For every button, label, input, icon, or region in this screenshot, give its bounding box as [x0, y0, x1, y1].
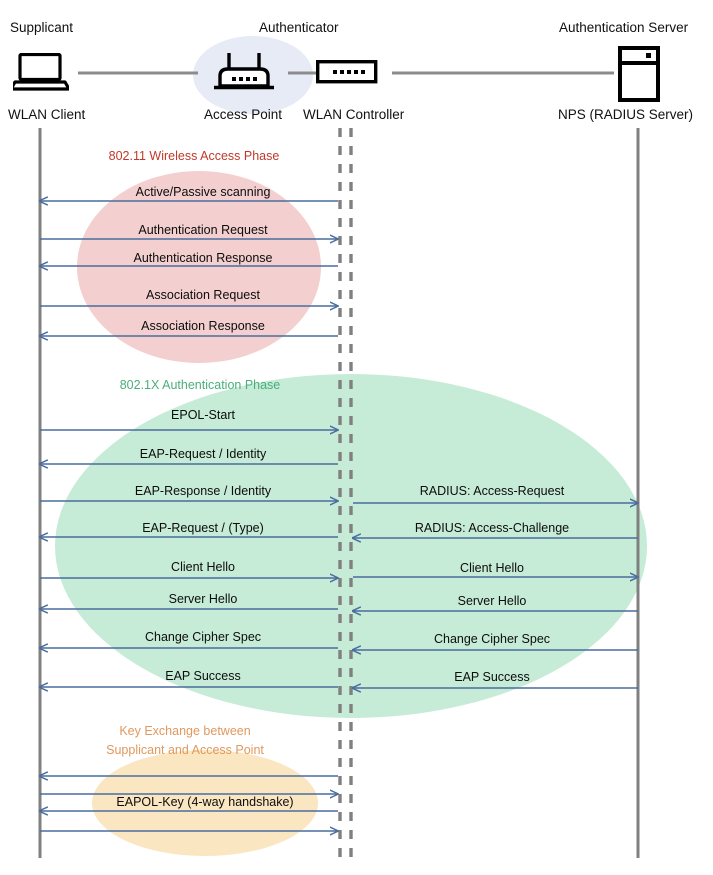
actor-name-wlan-controller: WLAN Controller: [303, 107, 405, 122]
message-label: Server Hello: [457, 594, 527, 608]
message-label: EAP-Response / Identity: [134, 484, 272, 498]
message-label: Authentication Response: [133, 251, 273, 265]
message-label: EAP-Request / (Type): [142, 521, 264, 535]
message-label: Change Cipher Spec: [144, 630, 262, 644]
message-arrows: [40, 201, 638, 831]
actor-role-authentication-server: Authentication Server: [559, 20, 689, 35]
laptop-icon: [13, 53, 69, 91]
lifelines: [38, 128, 640, 858]
access-point-icon: [214, 53, 274, 90]
message-label: Client Hello: [460, 561, 524, 575]
phase-label-key-exchange: Key Exchange between Supplicant and Acce…: [80, 722, 290, 760]
link-controller-server: [392, 71, 614, 75]
message-label: Authentication Request: [138, 223, 268, 237]
message-label: Association Request: [146, 288, 260, 302]
actor-name-access-point: Access Point: [204, 107, 283, 122]
phase-label-key-exchange-line1: Key Exchange between: [119, 724, 251, 738]
phase-label-key-exchange-line2: Supplicant and Access Point: [106, 743, 264, 757]
message-label: RADIUS: Access-Challenge: [414, 521, 570, 535]
phase-label-wireless-access: 802.11 Wireless Access Phase: [108, 149, 280, 163]
message-label: EAP Success: [165, 669, 241, 683]
message-label: Client Hello: [171, 560, 235, 574]
message-label: EAP-Request / Identity: [139, 447, 267, 461]
message-label: Server Hello: [168, 592, 238, 606]
message-label: RADIUS: Access-Request: [419, 484, 565, 498]
message-label: Active/Passive scanning: [135, 185, 271, 199]
message-label: Change Cipher Spec: [433, 632, 551, 646]
message-label: Association Response: [141, 319, 265, 333]
link-ap-controller: [288, 71, 316, 75]
message-label: EPOL-Start: [171, 408, 235, 422]
switch-icon: [316, 60, 378, 84]
message-label: EAP Success: [454, 670, 530, 684]
blob-wireless-access: [77, 171, 321, 363]
phase-label-dot1x-authentication: 802.1X Authentication Phase: [119, 378, 281, 392]
link-client-ap: [78, 71, 198, 75]
message-label: EAPOL-Key (4-way handshake): [116, 795, 294, 809]
actor-name-wlan-client: WLAN Client: [8, 107, 86, 122]
server-icon: [618, 46, 660, 102]
actor-name-nps-radius-server: NPS (RADIUS Server): [558, 107, 694, 122]
actor-role-authenticator: Authenticator: [259, 20, 339, 35]
actor-role-supplicant: Supplicant: [10, 20, 74, 35]
